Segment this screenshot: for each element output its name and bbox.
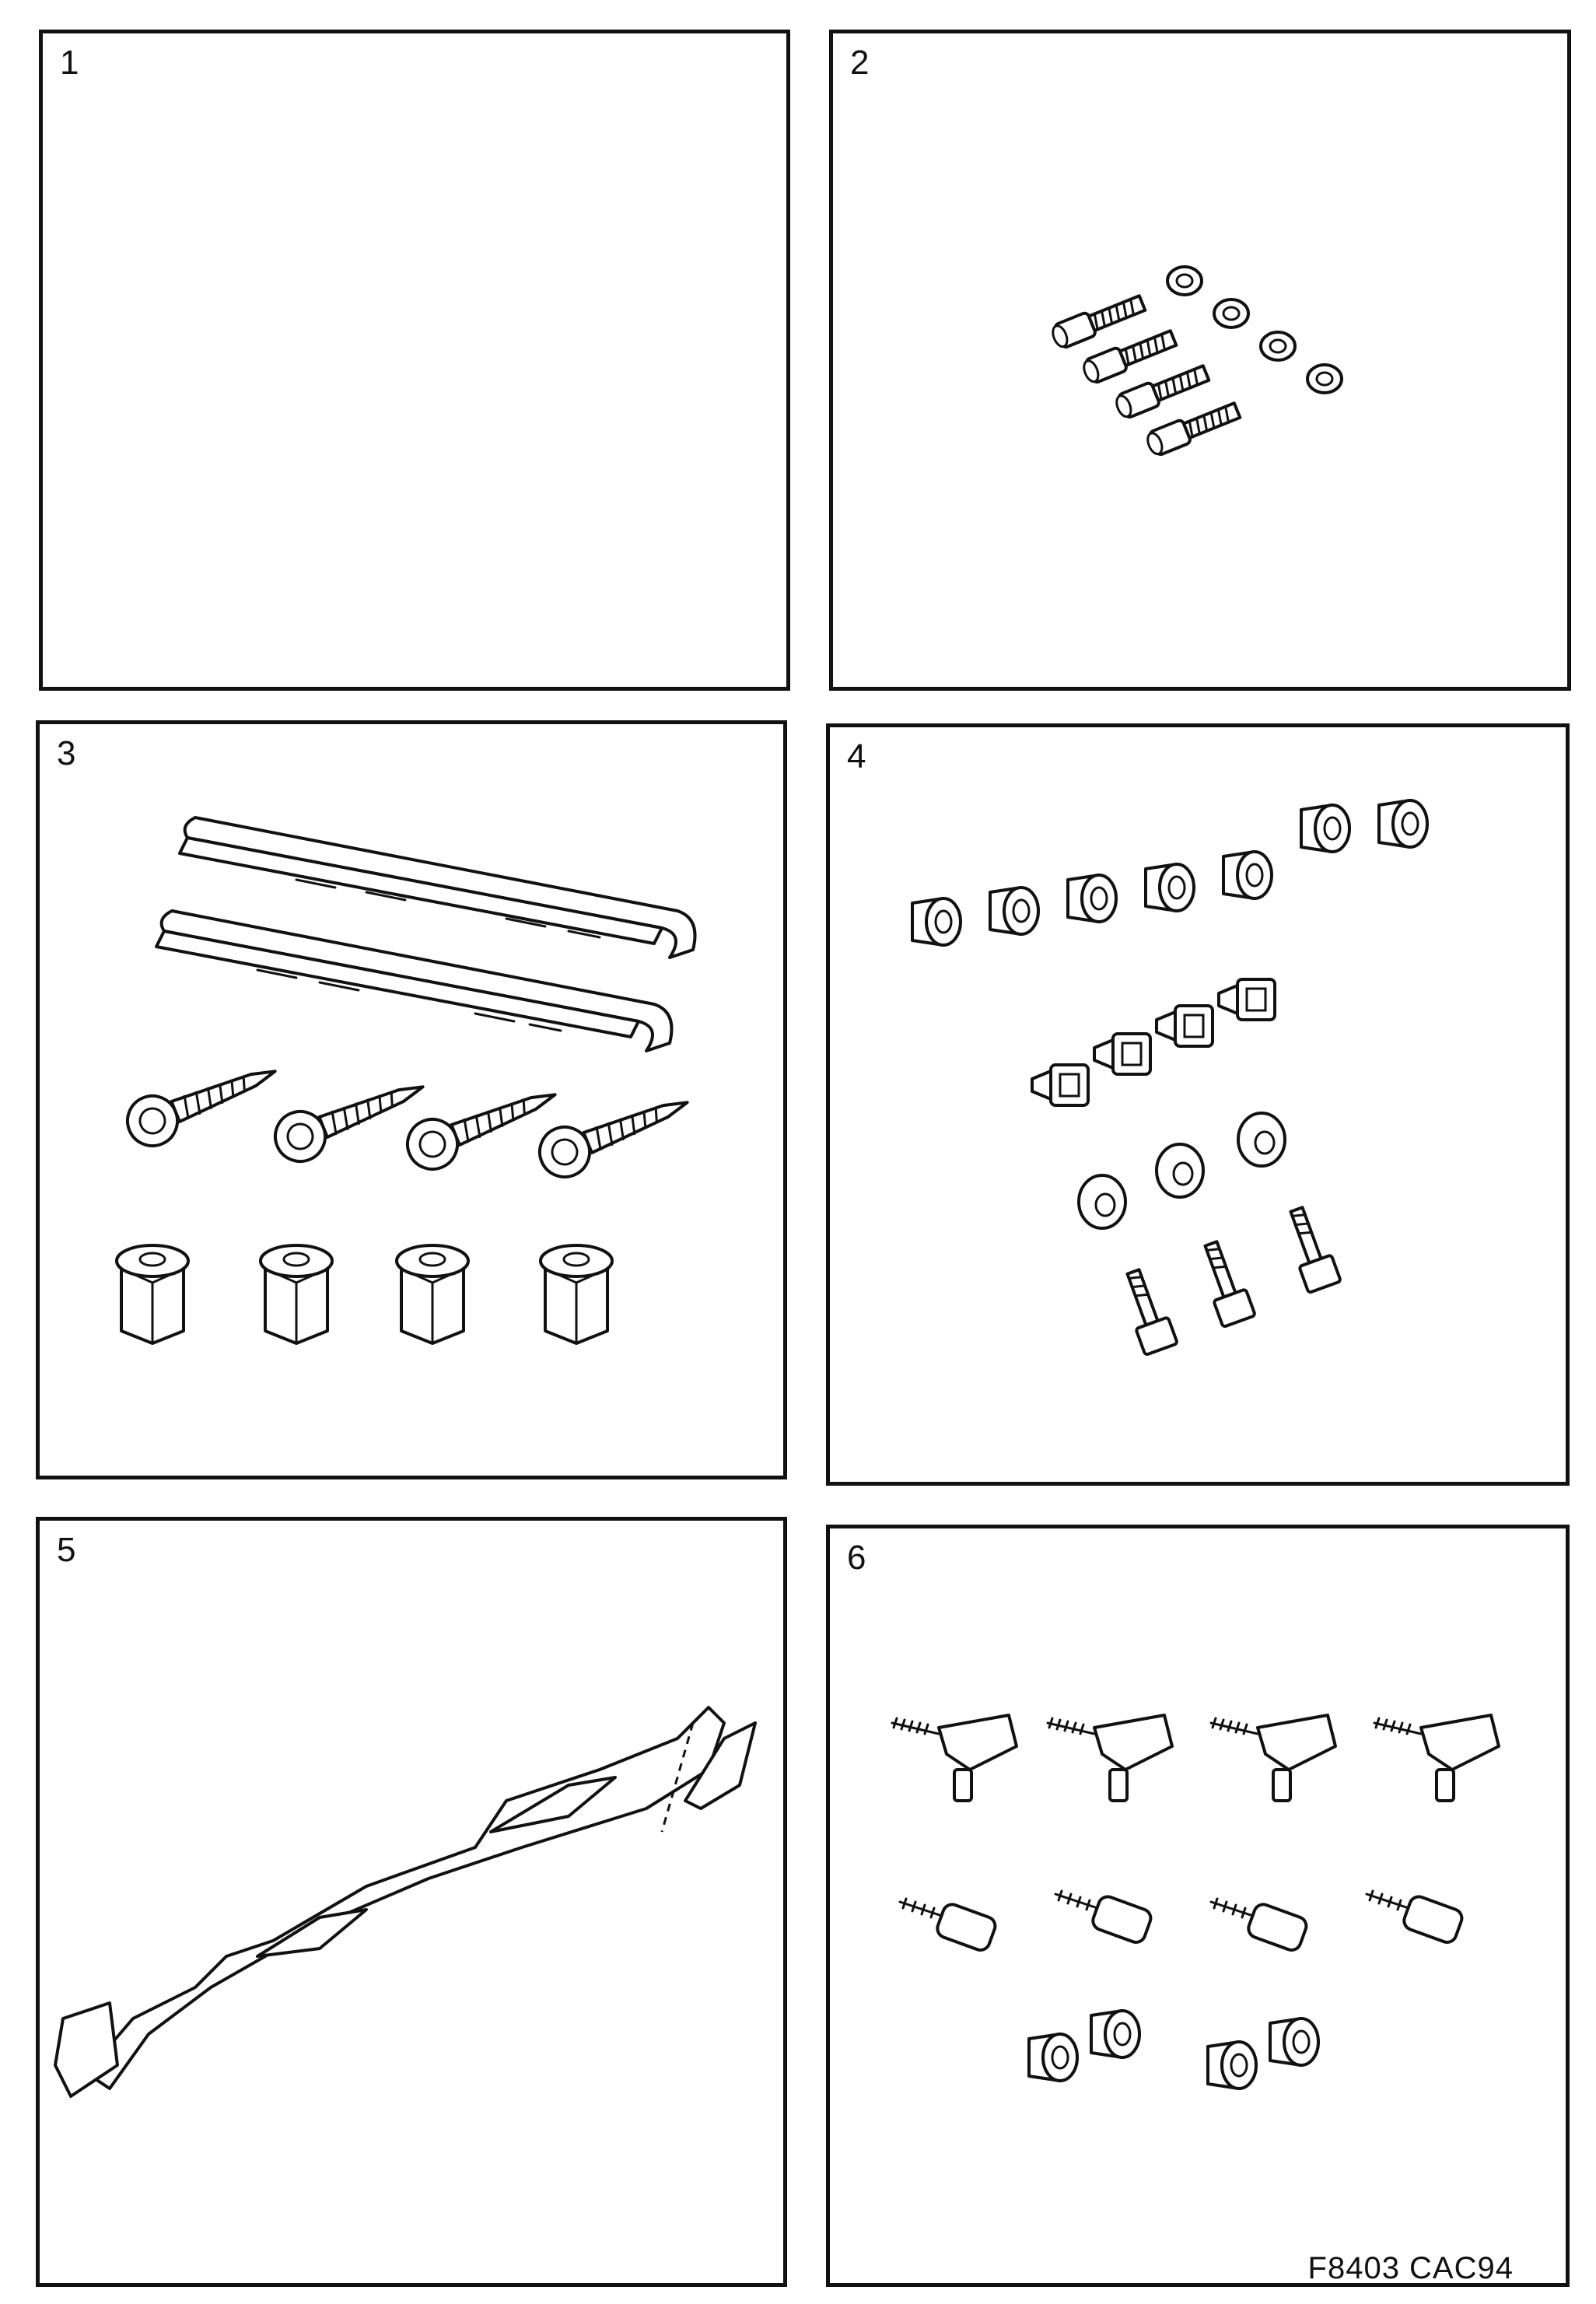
tapping-screw-group <box>126 1070 689 1178</box>
washer-group <box>1166 265 1343 394</box>
sill-moulding-illustration <box>54 1706 757 2098</box>
t-bolt-group <box>1125 1206 1342 1357</box>
panel-4: 4 <box>826 723 1570 1486</box>
panel-number: 6 <box>847 1539 866 1577</box>
panel-number: 2 <box>850 44 870 82</box>
channels-screws-nuts-illustration <box>115 816 697 1345</box>
bushing-group <box>911 799 1429 947</box>
bushings-clips-nuts-illustration <box>911 799 1429 1357</box>
clip-bolt-group <box>891 1714 1500 1802</box>
channel-strip-upper <box>178 816 697 959</box>
figure-code: F8403 CAC94 <box>1307 2251 1514 2285</box>
panel-number: 5 <box>57 1531 76 1569</box>
panel-number: 4 <box>847 737 866 776</box>
sill-moulding <box>54 1706 726 2098</box>
panel-number: 1 <box>60 44 79 82</box>
socket-head-bolt-group <box>1052 294 1242 457</box>
bushing-group <box>1027 2009 1320 2090</box>
panel-2: 2 <box>829 30 1571 691</box>
flanged-nut-group <box>1077 1112 1286 1230</box>
clips-screws-bushings-illustration <box>891 1714 1500 2090</box>
bolts-and-washers-illustration <box>1052 265 1343 457</box>
channel-strip-lower <box>155 909 674 1052</box>
panel-6: 6 <box>826 1525 1570 2287</box>
panel-5: 5 <box>36 1517 787 2287</box>
square-clip-group <box>1031 978 1276 1107</box>
t-screw-group <box>898 1889 1464 1952</box>
panel-number: 3 <box>57 734 76 772</box>
panel-3: 3 <box>36 720 787 1479</box>
expanding-nut-group <box>115 1244 614 1345</box>
end-bracket <box>684 1721 757 1810</box>
panel-1: 1 <box>39 30 790 691</box>
